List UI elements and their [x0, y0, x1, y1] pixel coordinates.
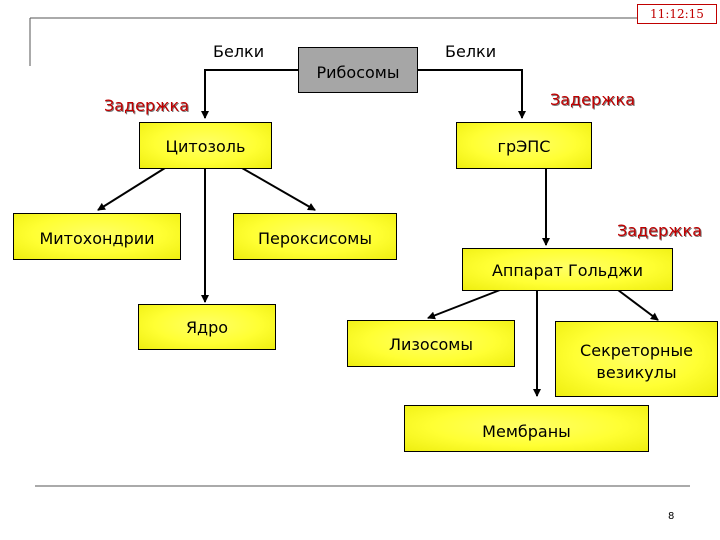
delay-label-golgi: Задержка — [617, 221, 703, 240]
node-membranes-label: Мембраны — [482, 422, 571, 441]
node-peroxisomes: Пероксисомы — [233, 213, 397, 260]
arrow-cytosol-to-mitochondria — [97, 167, 166, 211]
node-secretory-vesicles: Секреторные везикулы — [555, 321, 718, 397]
node-ribosomes: Рибосомы — [298, 47, 418, 93]
node-golgi-label: Аппарат Гольджи — [491, 261, 644, 280]
node-nucleus-label: Ядро — [185, 318, 229, 337]
arrow-ribosomes-to-cytosol — [201, 69, 298, 119]
arrow-golgi-to-vesicles — [617, 289, 659, 321]
label-proteins-left: Белки — [213, 42, 265, 61]
node-mitochondria: Митохондрии — [13, 213, 181, 260]
node-membranes: Мембраны — [404, 405, 649, 452]
page-number: 8 — [668, 511, 675, 522]
node-secretory-vesicles-label: Секреторные везикулы — [580, 341, 693, 382]
delay-label-right: Задержка — [550, 90, 636, 109]
node-ribosomes-label: Рибосомы — [316, 63, 400, 82]
delay-label-left: Задержка — [104, 96, 190, 115]
node-cytosol: Цитозоль — [139, 122, 272, 169]
node-rough-er: грЭПС — [456, 122, 592, 169]
node-nucleus: Ядро — [138, 304, 276, 350]
node-rough-er-label: грЭПС — [497, 137, 551, 156]
node-golgi: Аппарат Гольджи — [462, 248, 673, 291]
label-proteins-right: Белки — [445, 42, 497, 61]
arrow-cytosol-to-peroxisomes — [241, 167, 316, 211]
node-lysosomes-label: Лизосомы — [388, 335, 473, 354]
arrow-ribosomes-to-er — [418, 69, 526, 119]
node-mitochondria-label: Митохондрии — [39, 229, 155, 248]
node-lysosomes: Лизосомы — [347, 320, 515, 367]
clock-display: 11:12:15 — [637, 4, 717, 24]
node-peroxisomes-label: Пероксисомы — [258, 229, 372, 248]
node-cytosol-label: Цитозоль — [165, 137, 246, 156]
arrow-golgi-to-lysosomes — [427, 289, 501, 320]
